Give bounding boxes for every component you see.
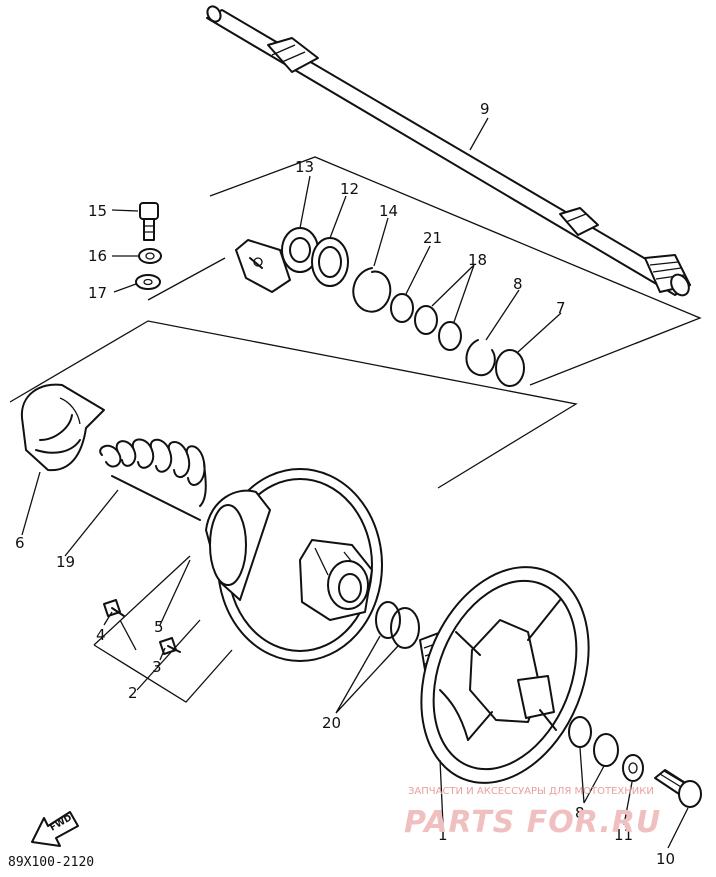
bearing-part-12 <box>311 237 349 287</box>
callout-1: 1 <box>438 826 448 844</box>
bolt-part-4 <box>103 599 125 617</box>
callout-20: 20 <box>322 714 341 732</box>
washer-part-17 <box>135 274 161 290</box>
group-outline-lower <box>93 555 233 703</box>
group-outline-upper <box>147 156 702 386</box>
callout-21: 21 <box>423 229 442 247</box>
leader-lines <box>21 117 689 849</box>
sliding-sheave-part <box>205 468 383 662</box>
washer-part-18c <box>568 716 592 748</box>
callout-7: 7 <box>556 299 566 317</box>
watermark-tagline: ЗАПЧАСТИ И АКСЕССУАРЫ ДЛЯ МОТОТЕХНИКИ <box>408 786 654 797</box>
washer-part-18d <box>593 733 619 767</box>
washer-part-7 <box>495 349 525 387</box>
washer-part-11 <box>622 754 644 782</box>
cam-part-6 <box>20 383 105 472</box>
callout-3: 3 <box>152 658 162 676</box>
washer-part-18a <box>414 305 438 335</box>
circlip-part-8 <box>465 339 496 377</box>
callout-16: 16 <box>88 247 107 265</box>
bearing-housing-part-13 <box>235 227 319 293</box>
circlip-part-14 <box>352 267 392 313</box>
callout-11: 11 <box>614 826 633 844</box>
watermark-brand: PARTS FOR.RU <box>404 805 661 840</box>
callout-12: 12 <box>340 180 359 198</box>
callout-2: 2 <box>128 684 138 702</box>
callout-4: 4 <box>96 626 106 644</box>
group-outline-middle <box>9 320 578 489</box>
bushing-part-20a <box>375 601 401 639</box>
callout-13: 13 <box>295 158 314 176</box>
callout-labels: 9 13 12 14 21 18 8 7 15 16 17 6 19 4 5 3… <box>15 100 675 868</box>
fwd-arrow-icon: FWD <box>31 811 79 847</box>
fixed-sheave-part-1 <box>419 566 590 784</box>
callout-8: 8 <box>513 275 523 293</box>
nut-part-16 <box>138 248 162 264</box>
washer-part-18b <box>438 321 462 351</box>
callout-15: 15 <box>88 202 107 220</box>
callout-10: 10 <box>656 850 675 868</box>
callout-17: 17 <box>88 284 107 302</box>
shaft-part-9 <box>206 5 691 297</box>
callout-19: 19 <box>56 553 75 571</box>
washer-part-11-hole <box>628 762 638 774</box>
bolt-part-15 <box>139 202 159 241</box>
bolt-part-10 <box>654 769 702 808</box>
bushing-part-20b <box>390 607 420 649</box>
callout-14: 14 <box>379 202 398 220</box>
diagram-code: 89X100-2120 <box>8 855 94 870</box>
callout-5: 5 <box>154 618 164 636</box>
callout-8b: 8 <box>575 804 585 822</box>
callout-6: 6 <box>15 534 25 552</box>
spring-part-19 <box>99 438 207 521</box>
callout-9: 9 <box>480 100 490 118</box>
washer-part-21 <box>390 293 414 323</box>
callout-18: 18 <box>468 251 487 269</box>
watermark: ЗАПЧАСТИ И АКСЕССУАРЫ ДЛЯ МОТОТЕХНИКИ PA… <box>404 786 661 840</box>
